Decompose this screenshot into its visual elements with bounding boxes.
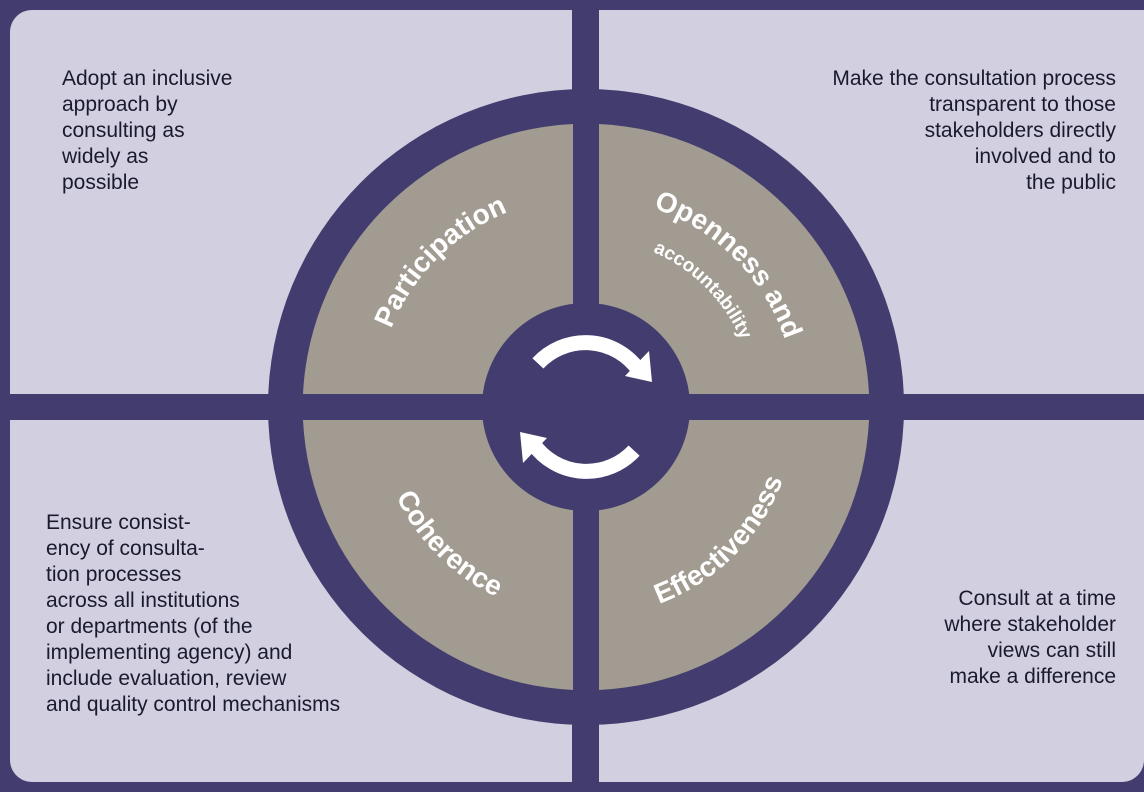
quadrant-participation: [303, 124, 573, 394]
effectiveness-description: Consult at a time where stakeholder view…: [944, 587, 1116, 688]
quadrant-coherence: [303, 420, 573, 690]
openness-description: Make the consultation process transparen…: [832, 67, 1116, 194]
participation-description: Adopt an inclusive approach by consultin…: [62, 67, 233, 194]
quadrant-openness: [599, 124, 869, 394]
quadrant-effectiveness: [599, 420, 869, 690]
refresh-cycle-icon: [520, 335, 652, 479]
coherence-description: Ensure consist- ency of consulta- tion p…: [46, 511, 341, 716]
